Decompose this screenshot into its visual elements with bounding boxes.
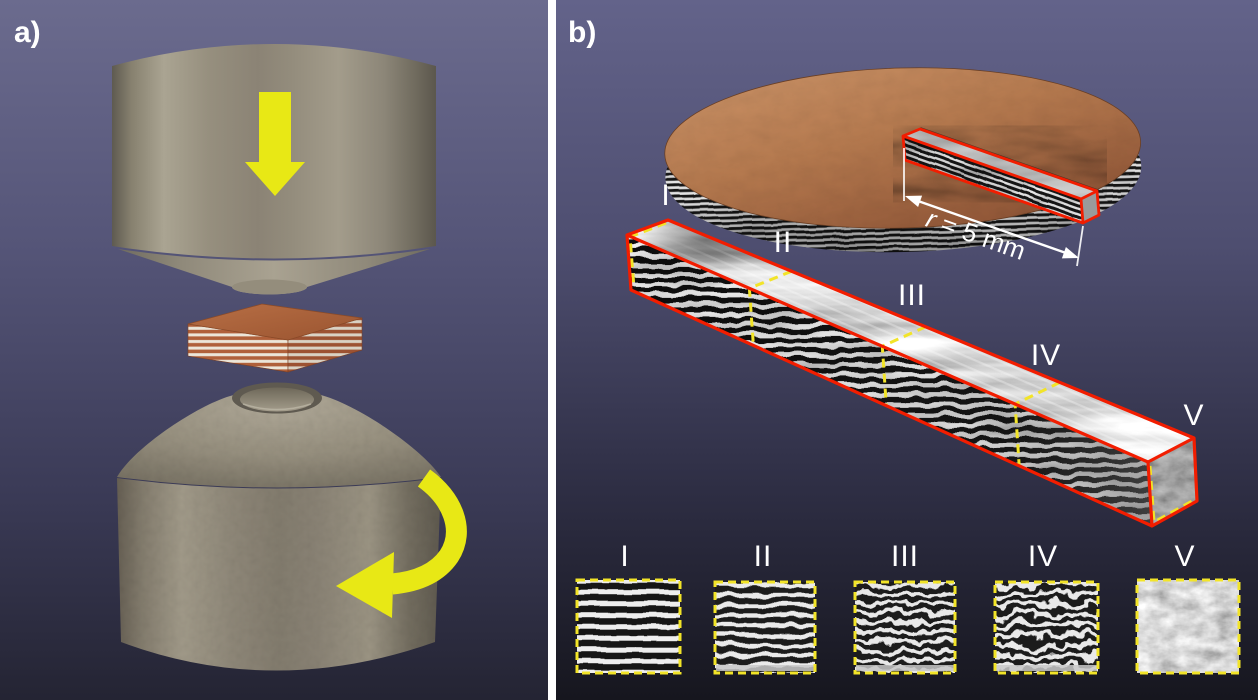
micrograph-inset-1 (577, 580, 680, 673)
recess-glint (242, 403, 312, 411)
bar-section-label-5: V (1183, 399, 1204, 432)
bar-section-label-2: II (774, 226, 793, 259)
cutout-red-outline (901, 127, 1101, 225)
micrograph-inset-2 (715, 582, 815, 673)
curved-rotation-arrow-icon (390, 469, 467, 595)
inset-label-4: IV (1028, 540, 1058, 573)
down-arrow-icon (245, 92, 305, 196)
inset-label-3: III (891, 540, 919, 573)
micrograph-inset-4 (995, 582, 1098, 673)
upper-anvil-cone (118, 249, 430, 295)
micrograph-inset-3 (855, 582, 955, 673)
inset-border-4 (993, 580, 1100, 675)
sample-top-copper (187, 303, 363, 341)
inset-borders (575, 578, 1241, 675)
inset-label-5: V (1174, 540, 1195, 573)
micrograph-insets: I II III IV V (575, 540, 1241, 675)
inset-border-2 (713, 580, 817, 675)
bar-section-label-3: III (898, 279, 926, 312)
inset-border-1 (575, 578, 682, 675)
inset-label-1: I (620, 540, 629, 573)
bar-red-outline (625, 218, 1199, 528)
layered-sample (187, 303, 363, 373)
anvil-recess-cavity (240, 387, 314, 412)
panel-a: a) (0, 0, 548, 700)
inset-label-2: II (754, 540, 773, 573)
bar-section-label-4: IV (1031, 339, 1061, 372)
bar-section-label-1: I (661, 179, 670, 212)
upper-anvil (112, 44, 436, 295)
upper-anvil-tip (232, 279, 307, 295)
lower-anvil (117, 382, 467, 671)
micrograph-inset-5 (1137, 580, 1239, 673)
panel-divider (548, 0, 556, 700)
radius-dimension (903, 148, 1084, 267)
section-divider-end (1148, 465, 1195, 525)
inset-border-5 (1135, 578, 1241, 675)
dimension-arrowhead-right (1061, 247, 1079, 259)
panel-a-label: a) (14, 16, 41, 49)
panel-b-label: b) (568, 16, 596, 49)
rotation-arrow-head (336, 552, 394, 618)
panel-b: r= 5 mm (556, 0, 1258, 700)
dimension-arrowhead-left (905, 195, 923, 207)
inset-border-3 (853, 580, 957, 675)
